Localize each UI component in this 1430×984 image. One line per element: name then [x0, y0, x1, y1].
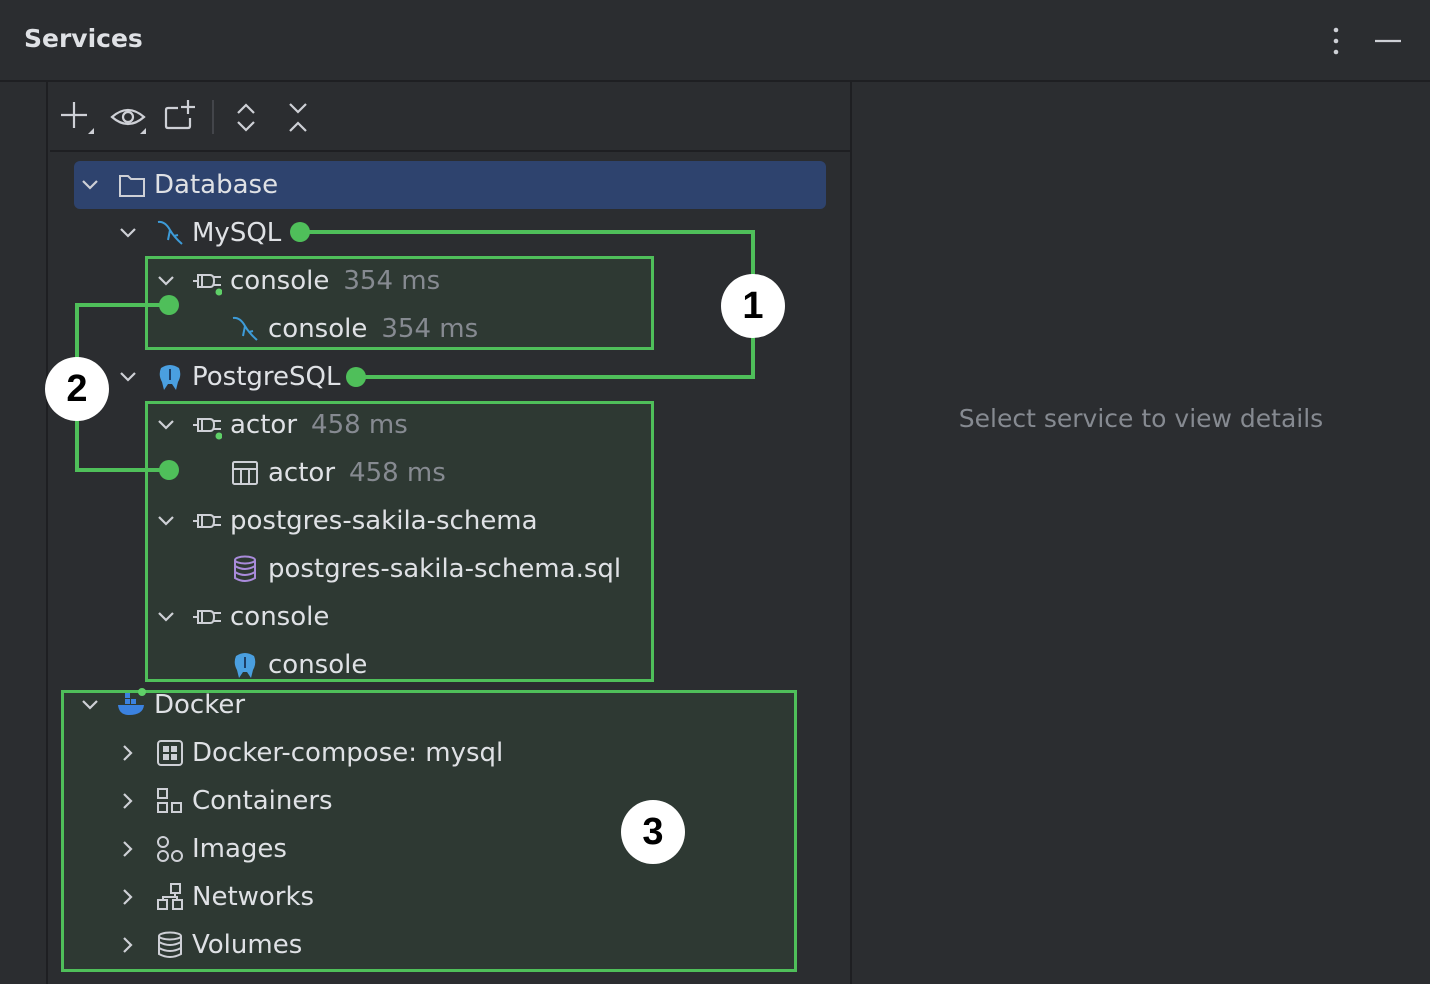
- new-tab-icon: [164, 100, 195, 130]
- tree-node-label: MySQL: [192, 218, 282, 248]
- networks-icon: [157, 883, 183, 910]
- chevron-right-icon[interactable]: [116, 741, 140, 765]
- containers-icon: [157, 788, 182, 813]
- tree-node-label: actor: [268, 458, 336, 488]
- tree-node-pg-actor-table[interactable]: actor 458 ms: [0, 449, 850, 497]
- chevron-down-icon[interactable]: [154, 269, 178, 293]
- table-icon: [232, 461, 258, 485]
- chevron-right-icon[interactable]: [116, 789, 140, 813]
- docker-icon: [118, 688, 146, 715]
- tree-node-postgresql[interactable]: PostgreSQL: [0, 353, 850, 401]
- annotation-box-postgres-children: [145, 401, 654, 682]
- connection-icon: [193, 274, 222, 296]
- chevron-right-icon[interactable]: [116, 885, 140, 909]
- chevron-down-icon[interactable]: [78, 693, 102, 717]
- tree-node-pg-console-session[interactable]: console: [0, 641, 850, 689]
- tree-node-label: postgres-sakila-schema.sql: [268, 554, 622, 584]
- left-gutter: [0, 82, 48, 984]
- tree-node-label-group: actor 458 ms: [230, 401, 408, 449]
- tree-node-label: postgres-sakila-schema: [230, 506, 538, 536]
- empty-state-text: Select service to view details: [958, 404, 1324, 433]
- tree-node-label-group: console 354 ms: [268, 305, 478, 353]
- tree-node-docker[interactable]: Docker: [0, 681, 850, 729]
- tree-node-label: Images: [192, 834, 287, 864]
- volumes-icon: [158, 931, 182, 958]
- connection-icon: [193, 514, 221, 528]
- callout-1: 1: [721, 274, 785, 338]
- selected-row-highlight: [74, 161, 826, 209]
- tree-node-label: Volumes: [192, 930, 303, 960]
- tree-node-label: console: [268, 650, 368, 680]
- tree-node-pg-actor[interactable]: actor 458 ms: [0, 401, 850, 449]
- tree-node-label: PostgreSQL: [192, 362, 341, 392]
- connection-icon: [193, 610, 221, 624]
- eye-icon: [110, 108, 146, 134]
- tool-window-title: Services: [24, 24, 143, 53]
- tree-node-mysql-console-session[interactable]: console 354 ms: [0, 305, 850, 353]
- new-tab-button[interactable]: [160, 98, 200, 138]
- chevron-right-icon[interactable]: [116, 933, 140, 957]
- tree-node-mysql-console[interactable]: console 354 ms: [0, 257, 850, 305]
- tree-node-label: Docker-compose: mysql: [192, 738, 504, 768]
- callout-2: 2: [45, 357, 109, 421]
- chevron-down-icon[interactable]: [154, 509, 178, 533]
- mysql-icon: [232, 316, 258, 341]
- compose-icon: [157, 740, 183, 766]
- tree-node-pg-schema[interactable]: postgres-sakila-schema: [0, 497, 850, 545]
- view-options-button[interactable]: [108, 98, 148, 138]
- tree-node-docker-compose[interactable]: Docker-compose: mysql: [0, 729, 850, 777]
- service-details-panel: Select service to view details: [852, 82, 1430, 984]
- services-toolbar: [50, 82, 850, 152]
- tree-node-pg-console[interactable]: console: [0, 593, 850, 641]
- tree-node-pg-schema-file[interactable]: postgres-sakila-schema.sql: [0, 545, 850, 593]
- plus-icon: [61, 102, 94, 134]
- tree-node-label: Docker: [154, 690, 246, 720]
- folder-icon: [119, 175, 145, 197]
- database-file-icon: [234, 555, 256, 582]
- add-service-button[interactable]: [58, 98, 98, 138]
- tree-node-containers[interactable]: Containers: [0, 777, 850, 825]
- callout-3: 3: [621, 800, 685, 864]
- tree-node-label: actor: [230, 410, 298, 440]
- tree-node-volumes[interactable]: Volumes: [0, 921, 850, 969]
- chevron-right-icon[interactable]: [116, 837, 140, 861]
- execution-time: 354 ms: [343, 266, 441, 296]
- tree-node-mysql[interactable]: MySQL: [0, 209, 850, 257]
- tree-node-label: console: [230, 266, 330, 296]
- tree-node-images[interactable]: Images: [0, 825, 850, 873]
- chevron-down-icon[interactable]: [78, 173, 102, 197]
- tree-node-label: console: [230, 602, 330, 632]
- collapse-all-icon: [289, 103, 307, 132]
- tree-node-label: Networks: [192, 882, 315, 912]
- execution-time: 354 ms: [381, 314, 479, 344]
- tree-node-label-group: actor 458 ms: [268, 449, 446, 497]
- chevron-down-icon[interactable]: [154, 605, 178, 629]
- tree-node-label: Containers: [192, 786, 333, 816]
- postgresql-icon: [159, 365, 181, 390]
- postgresql-icon: [234, 653, 256, 678]
- tree-node-database[interactable]: Database: [0, 161, 850, 209]
- toolbar-separator: [212, 100, 214, 134]
- minimize-icon[interactable]: [1374, 26, 1402, 56]
- tree-node-label: console: [268, 314, 368, 344]
- tree-node-label: Database: [154, 170, 279, 200]
- tree-node-networks[interactable]: Networks: [0, 873, 850, 921]
- tool-window-header: Services: [0, 0, 1430, 82]
- connection-icon: [193, 418, 222, 440]
- chevron-down-icon[interactable]: [116, 221, 140, 245]
- mysql-icon: [157, 220, 183, 245]
- services-tree-panel: [50, 82, 852, 984]
- expand-all-icon: [237, 103, 255, 132]
- images-icon: [157, 836, 183, 862]
- collapse-all-button[interactable]: [278, 98, 318, 138]
- execution-time: 458 ms: [311, 410, 408, 440]
- chevron-down-icon[interactable]: [116, 365, 140, 389]
- more-options-icon[interactable]: [1322, 26, 1350, 56]
- tree-node-label-group: console 354 ms: [230, 257, 440, 305]
- execution-time: 458 ms: [349, 458, 446, 488]
- expand-all-button[interactable]: [226, 98, 266, 138]
- chevron-down-icon[interactable]: [154, 413, 178, 437]
